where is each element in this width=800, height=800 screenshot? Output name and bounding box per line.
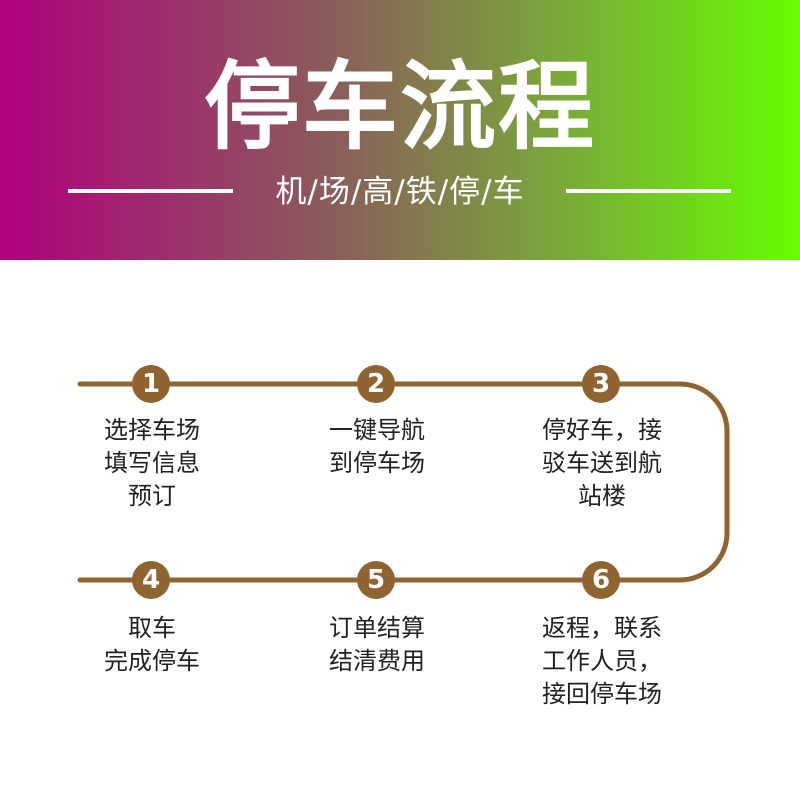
step-3-badge: 3 xyxy=(582,365,620,403)
step-4-line-1: 取车 xyxy=(128,614,176,642)
step-2-line-1: 一键导航 xyxy=(329,416,425,444)
flow-line-top xyxy=(77,381,730,583)
step-3-line-2: 驳车送到航 xyxy=(542,449,662,477)
step-3-line-1: 停好车，接 xyxy=(542,416,662,444)
step-6-text: 返程，联系 工作人员， 接回停车场 xyxy=(522,612,682,711)
step-5-text: 订单结算 结清费用 xyxy=(297,612,457,678)
step-3-line-3: 站楼 xyxy=(578,482,626,510)
step-3-text: 停好车，接 驳车送到航 站楼 xyxy=(522,414,682,513)
step-6-line-1: 返程，联系 xyxy=(542,614,662,642)
step-1-line-1: 选择车场 xyxy=(104,416,200,444)
step-6-badge: 6 xyxy=(582,561,620,599)
step-2-text: 一键导航 到停车场 xyxy=(297,414,457,480)
page-subtitle: 机/场/高/铁/停/车 xyxy=(275,174,525,210)
page-title: 停车流程 xyxy=(204,51,596,163)
step-1-badge: 1 xyxy=(132,365,170,403)
step-4-badge: 4 xyxy=(132,561,170,599)
step-2-line-2: 到停车场 xyxy=(329,449,425,477)
subtitle-divider-right xyxy=(566,189,731,193)
step-6-line-3: 接回停车场 xyxy=(542,680,662,708)
step-4-line-2: 完成停车 xyxy=(104,647,200,675)
header-banner: 停车流程 机/场/高/铁/停/车 xyxy=(0,0,800,260)
step-1-line-2: 填写信息 xyxy=(104,449,200,477)
step-2-badge: 2 xyxy=(357,365,395,403)
step-4-text: 取车 完成停车 xyxy=(72,612,232,678)
step-1-text: 选择车场 填写信息 预订 xyxy=(72,414,232,513)
step-1-line-3: 预订 xyxy=(128,482,176,510)
step-6-line-2: 工作人员， xyxy=(542,647,662,675)
step-5-badge: 5 xyxy=(357,561,395,599)
step-5-line-2: 结清费用 xyxy=(329,647,425,675)
subtitle-divider-left xyxy=(68,189,233,193)
step-5-line-1: 订单结算 xyxy=(329,614,425,642)
